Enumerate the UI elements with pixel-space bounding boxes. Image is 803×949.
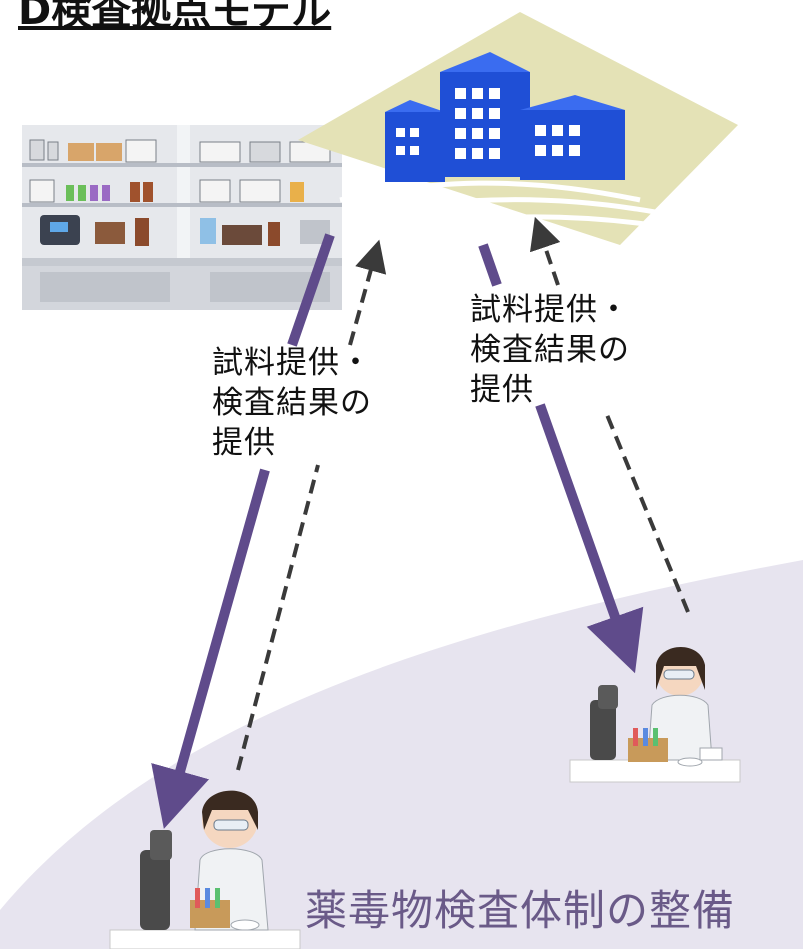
right-label-line-3: 提供: [470, 372, 534, 408]
left-label-line-2: 検査結果の: [212, 385, 372, 421]
result-arrow-right-upper: [529, 216, 561, 286]
right-label-line-2: 検査結果の: [470, 332, 630, 368]
result-arrow-right-lower: [603, 409, 690, 613]
page-title: D検査拠点モデル: [18, 0, 332, 34]
sample-arrow-right-lower: [535, 403, 644, 674]
result-arrow-left-upper: [348, 239, 387, 346]
sample-arrow-left-lower: [151, 468, 270, 829]
scientist-with-microscope-illustration: [569, 646, 741, 783]
testing-system-label: 薬毒物検査体制の整備: [305, 886, 736, 935]
scientist-with-microscope-illustration: [109, 790, 301, 949]
left-flow-label: 試料提供・ 検査結果の 提供: [212, 343, 372, 463]
sample-arrow-right-upper: [478, 243, 502, 287]
right-label-line-1: 試料提供・: [470, 292, 630, 328]
result-arrow-left-lower: [236, 464, 320, 771]
right-flow-label: 試料提供・ 検査結果の 提供: [470, 290, 630, 410]
sample-arrow-left-upper: [287, 233, 335, 347]
left-label-line-3: 提供: [212, 425, 276, 461]
left-label-line-1: 試料提供・: [212, 345, 372, 381]
laboratory-shelf-illustration: [22, 125, 342, 310]
hospital-building-icon: [298, 12, 738, 245]
